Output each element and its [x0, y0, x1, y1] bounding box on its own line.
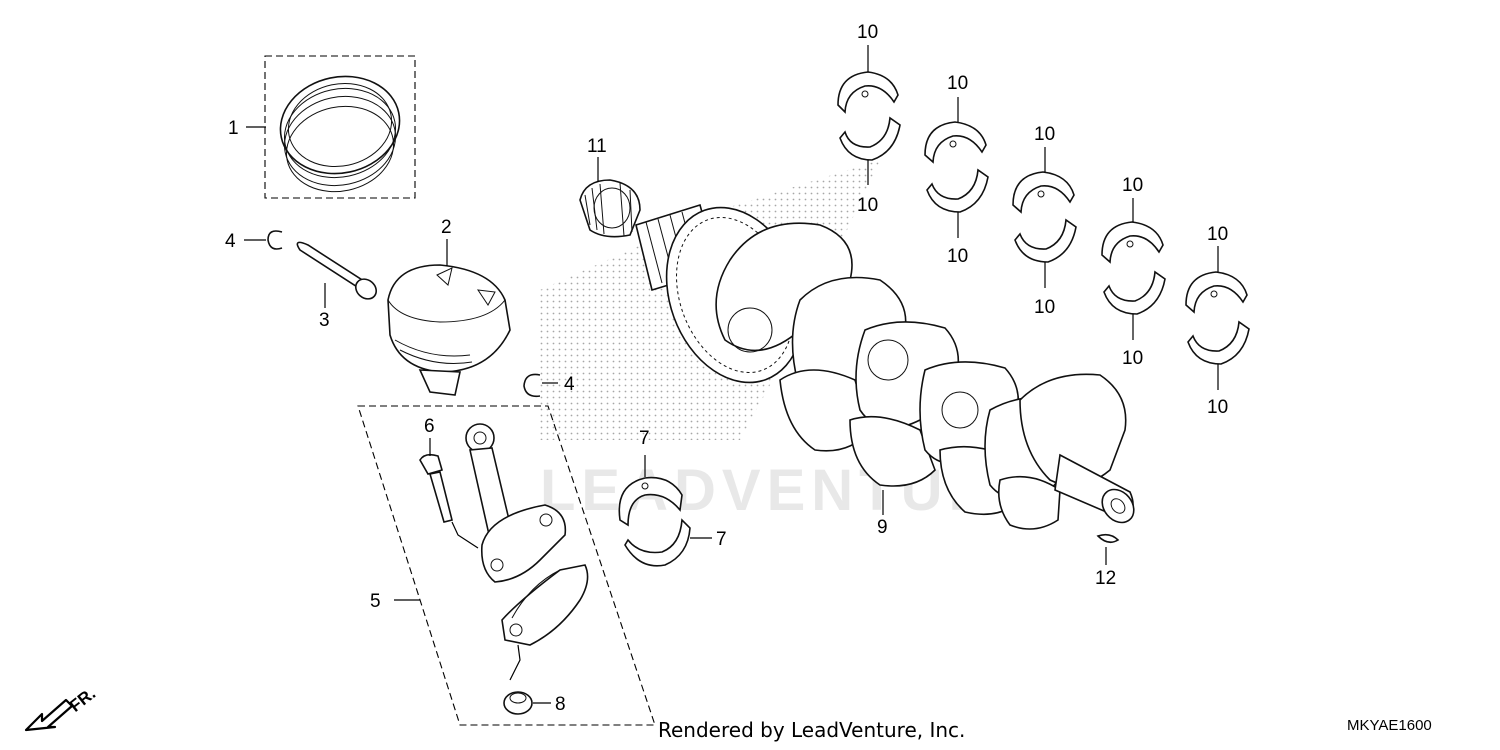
- piston-ring-set: [279, 75, 401, 193]
- callout-10f: 10: [1034, 297, 1055, 318]
- piston-pin-clip-left: [267, 230, 283, 250]
- callout-12: 12: [1095, 568, 1116, 589]
- direction-label: FR.: [66, 684, 99, 716]
- callout-9: 9: [877, 517, 888, 538]
- diagram-code: MKYAE1600: [1347, 717, 1432, 734]
- crankshaft: [635, 203, 1135, 530]
- callout-11: 11: [587, 136, 607, 157]
- connecting-rod: [465, 423, 567, 583]
- piston-pin: [296, 241, 378, 300]
- front-direction-arrow: FR.: [24, 684, 99, 732]
- main-bearing-4: [1101, 221, 1166, 315]
- footer-credit: Rendered by LeadVenture, Inc.: [658, 718, 966, 742]
- conrod-assembly-box: [357, 405, 656, 726]
- callout-10b: 10: [857, 195, 878, 216]
- main-bearing-5: [1185, 271, 1250, 365]
- needle-bearing: [579, 179, 641, 238]
- main-bearing-2: [924, 121, 989, 213]
- callout-4a: 4: [225, 231, 236, 252]
- piston-pin-clip-right: [523, 373, 541, 398]
- main-bearing-3: [1012, 171, 1077, 263]
- main-bearing-1: [837, 71, 901, 161]
- callout-10i: 10: [1207, 224, 1228, 245]
- callout-2: 2: [441, 217, 452, 238]
- callout-5: 5: [370, 591, 381, 612]
- callout-10j: 10: [1207, 397, 1228, 418]
- callout-10h: 10: [1122, 348, 1143, 369]
- callout-10d: 10: [947, 246, 968, 267]
- conrod-bearing-lower: [624, 518, 691, 567]
- callout-1: 1: [228, 118, 239, 139]
- callout-10g: 10: [1122, 175, 1143, 196]
- conrod-bearing-upper: [618, 476, 683, 527]
- callout-6: 6: [424, 416, 435, 437]
- callout-10c: 10: [947, 73, 968, 94]
- callout-4b: 4: [564, 374, 575, 395]
- callout-8: 8: [555, 694, 566, 715]
- conrod-bolt: [419, 453, 453, 523]
- arrow-left-icon: [24, 698, 74, 732]
- callout-10e: 10: [1034, 124, 1055, 145]
- conrod-nut: [503, 691, 533, 715]
- callout-7a: 7: [639, 428, 650, 449]
- callout-7b: 7: [716, 529, 727, 550]
- piston: [387, 264, 511, 396]
- woodruff-key: [1096, 533, 1120, 544]
- callout-3: 3: [319, 310, 330, 331]
- callout-10a: 10: [857, 22, 878, 43]
